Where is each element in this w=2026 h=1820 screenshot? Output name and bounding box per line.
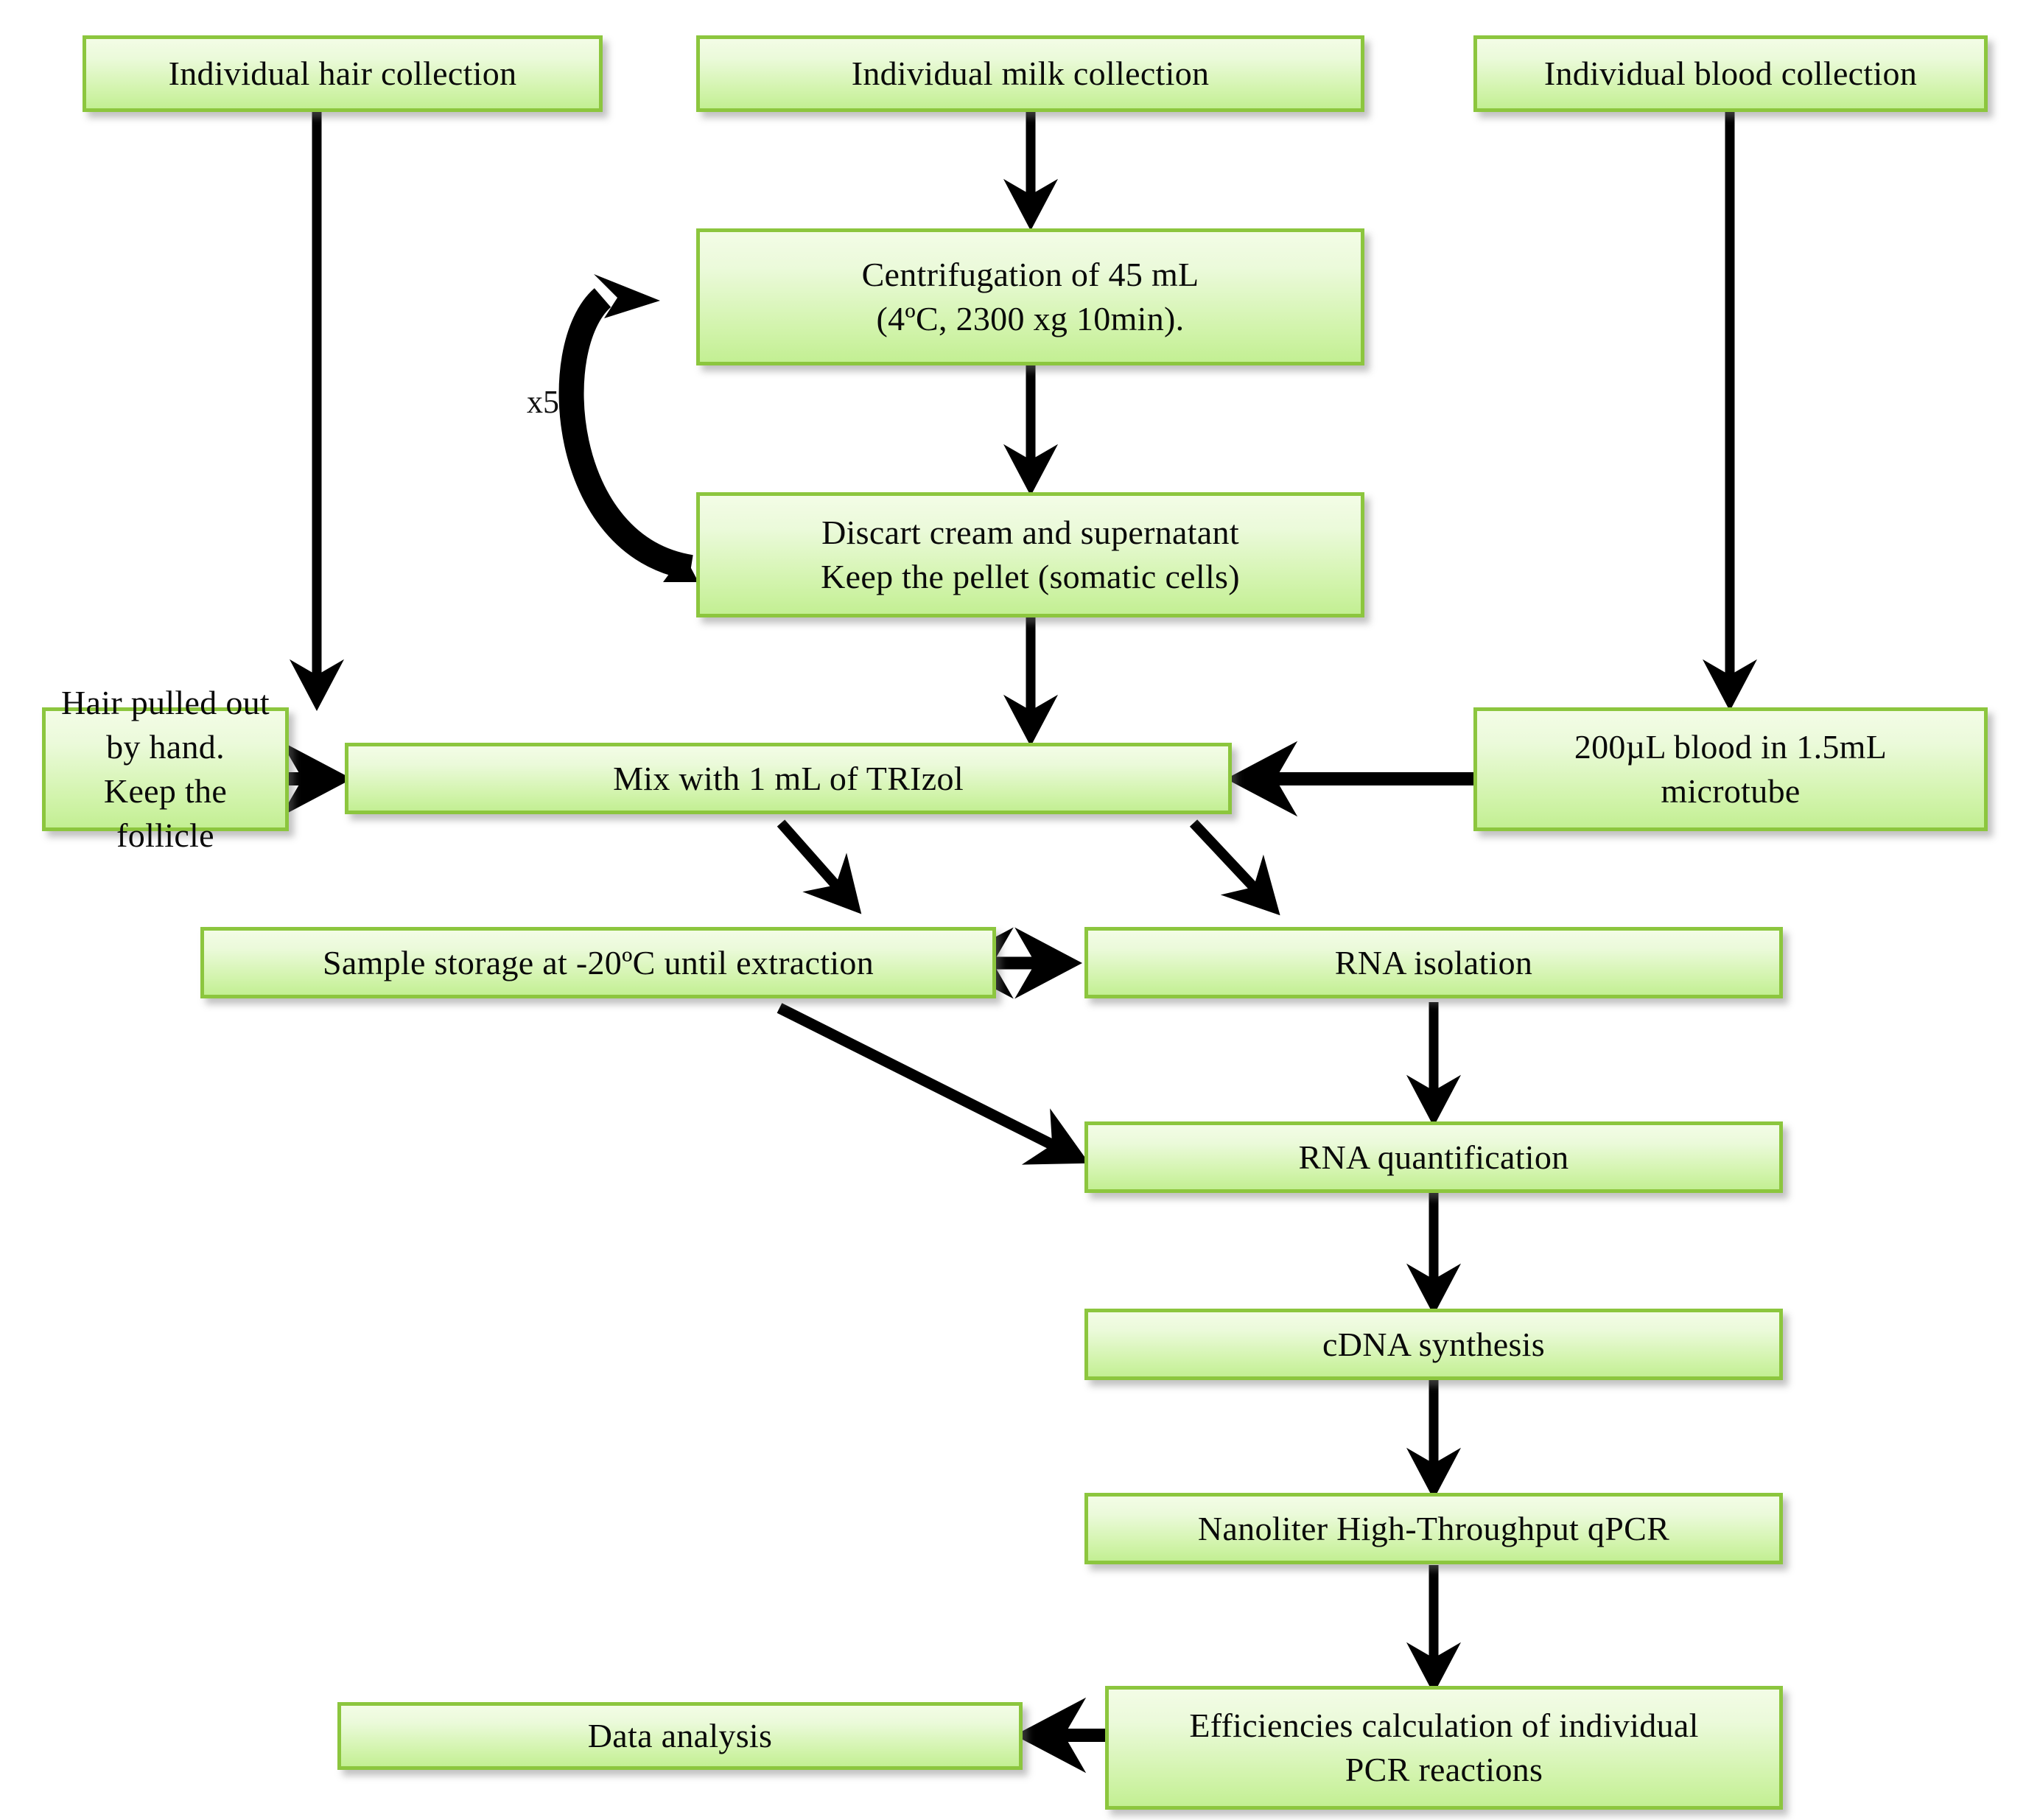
node-label-line2: (4ºC, 2300 xg 10min). [876, 300, 1185, 337]
node-label: Sample storage at -20ºC until extraction [322, 943, 874, 981]
node-rna-isolation[interactable]: RNA isolation [1084, 927, 1783, 998]
node-label-line1: 200µL blood in 1.5mL [1574, 728, 1887, 766]
node-label-line1: Efficiencies calculation of individual [1189, 1707, 1699, 1745]
node-label-line1: Centrifugation of 45 mL [861, 256, 1199, 294]
node-individual-hair-collection[interactable]: Individual hair collection [83, 35, 603, 112]
node-label-line2: Keep the pellet (somatic cells) [821, 558, 1240, 595]
node-mix-with-trizol[interactable]: Mix with 1 mL of TRIzol [345, 743, 1232, 814]
node-label: Nanoliter High-Throughput qPCR [1197, 1509, 1670, 1547]
node-rna-quantification[interactable]: RNA quantification [1084, 1121, 1783, 1193]
node-nanoliter-qpcr[interactable]: Nanoliter High-Throughput qPCR [1084, 1493, 1783, 1564]
edge-storage-to-quantification [777, 1003, 1090, 1165]
node-label: Individual milk collection [851, 55, 1210, 93]
node-label-line2: Keep the follicle [103, 772, 228, 854]
node-individual-milk-collection[interactable]: Individual milk collection [696, 35, 1364, 112]
node-sample-storage[interactable]: Sample storage at -20ºC until extraction [200, 927, 996, 998]
node-label: RNA quantification [1298, 1138, 1569, 1176]
node-data-analysis[interactable]: Data analysis [337, 1702, 1023, 1770]
node-centrifugation[interactable]: Centrifugation of 45 mL (4ºC, 2300 xg 10… [696, 228, 1364, 365]
node-blood-in-microtube[interactable]: 200µL blood in 1.5mL microtube [1473, 707, 1988, 831]
node-efficiencies-calculation[interactable]: Efficiencies calculation of individual P… [1105, 1686, 1783, 1810]
node-cdna-synthesis[interactable]: cDNA synthesis [1084, 1309, 1783, 1380]
node-label: Mix with 1 mL of TRIzol [613, 759, 964, 797]
node-label: Data analysis [587, 1717, 773, 1755]
loop-repeat-text: x5 [527, 384, 559, 420]
loop-arrowhead-icon [594, 274, 660, 318]
node-label: cDNA synthesis [1322, 1325, 1545, 1363]
node-hair-pulled-keep-follicle[interactable]: Hair pulled out by hand. Keep the follic… [42, 684, 289, 854]
edge-mix-to-storage [777, 819, 862, 914]
loop-repeat-label: x5 [527, 383, 559, 421]
node-label-line2: microtube [1661, 772, 1801, 810]
node-discard-cream-keep-pellet[interactable]: Discart cream and supernatant Keep the p… [696, 492, 1364, 617]
node-label-line1: Hair pulled out by hand. [61, 684, 270, 766]
node-label-line1: Discart cream and supernatant [821, 514, 1239, 552]
edge-mix-to-rna-isolation [1189, 819, 1280, 916]
edge-loop-x5 [558, 288, 694, 580]
node-label: RNA isolation [1334, 943, 1533, 981]
node-label-line2: PCR reactions [1345, 1751, 1543, 1788]
node-label: Individual hair collection [168, 55, 517, 93]
loop-tail-cap [663, 554, 698, 582]
node-label: Individual blood collection [1543, 55, 1918, 93]
node-individual-blood-collection[interactable]: Individual blood collection [1473, 35, 1988, 112]
